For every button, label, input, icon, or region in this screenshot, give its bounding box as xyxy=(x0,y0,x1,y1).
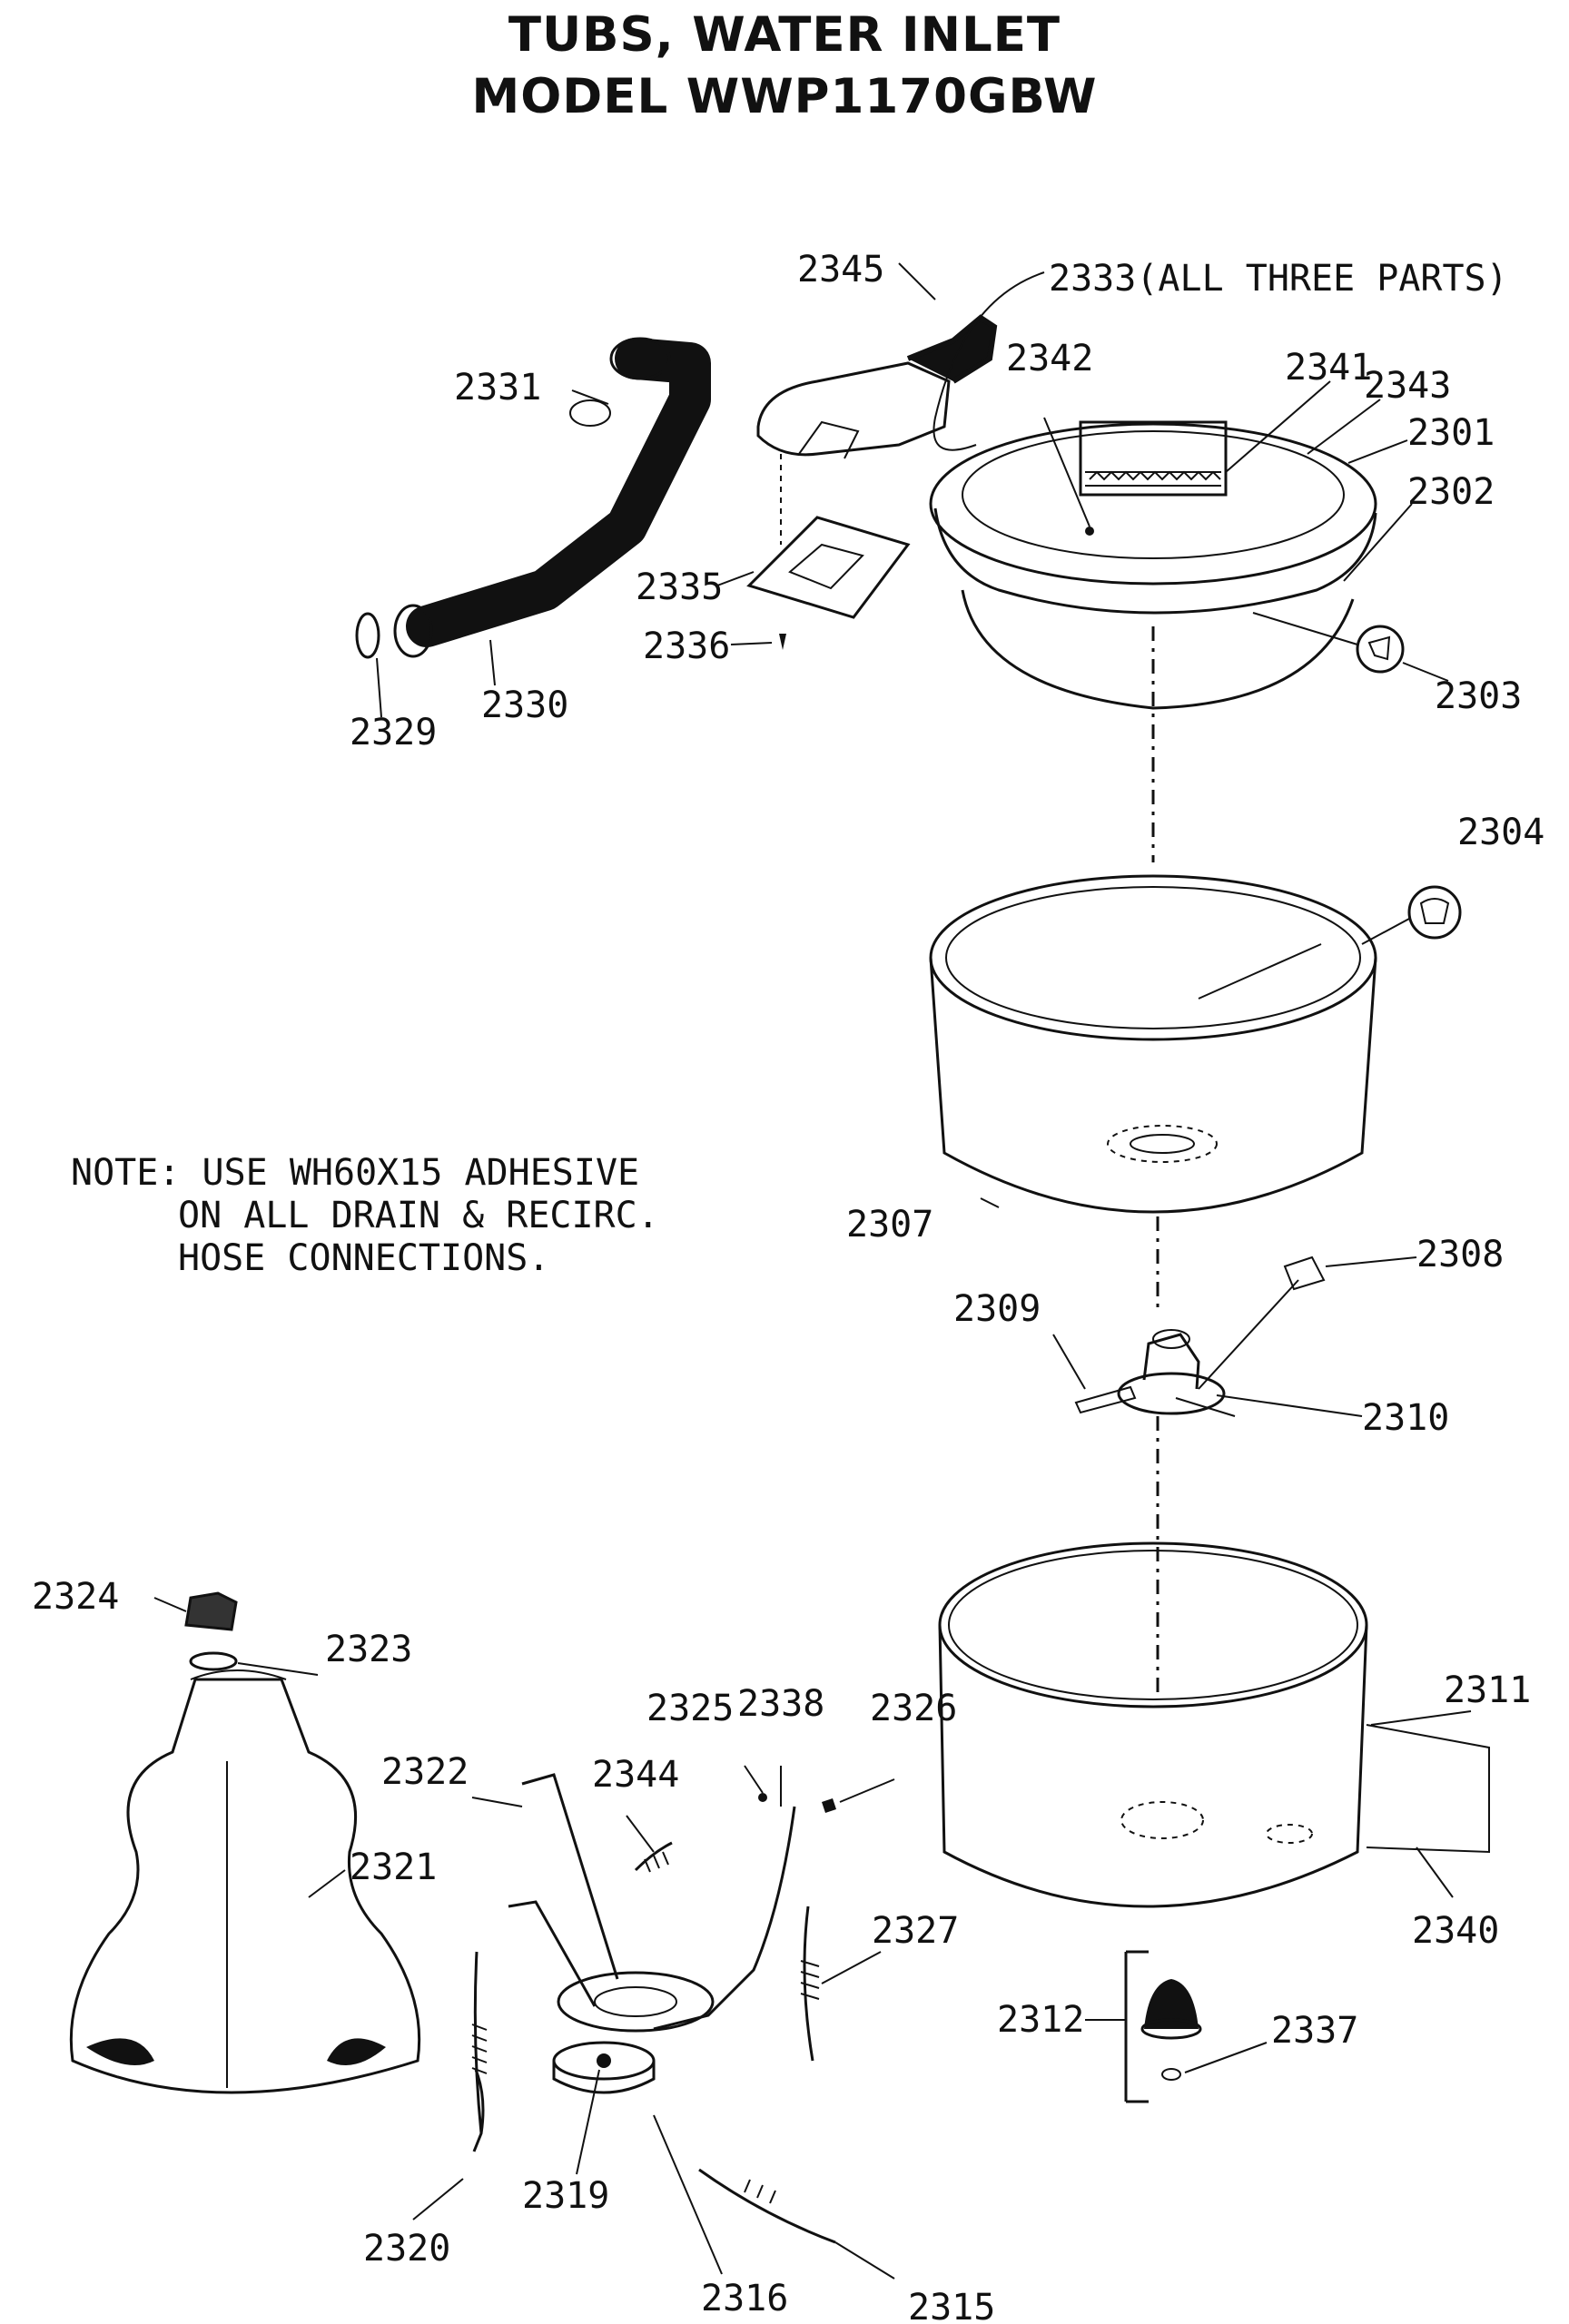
note-line-1: NOTE: USE WH60X15 ADHESIVE xyxy=(71,1152,639,1194)
note-line-3: HOSE CONNECTIONS. xyxy=(178,1237,549,1279)
spring-2344 xyxy=(634,1841,673,1872)
diagram-title-line1: TUBS, WATER INLET xyxy=(508,7,1061,63)
part-label-2303: 2303 xyxy=(1435,675,1522,717)
part-label-2319: 2319 xyxy=(522,2175,609,2217)
part-label-2322: 2322 xyxy=(381,1751,469,1793)
screw-detail-2304 xyxy=(1361,885,1462,945)
part-label-2338: 2338 xyxy=(737,1683,824,1725)
part-label-2343: 2343 xyxy=(1364,365,1451,407)
part-label-2321: 2321 xyxy=(350,1846,437,1888)
note-line-2: ON ALL DRAIN & RECIRC. xyxy=(178,1195,659,1236)
spring-coils-2327 xyxy=(800,1960,820,2000)
part-label-2307: 2307 xyxy=(846,1204,933,1246)
screw-2326 xyxy=(822,1798,836,1813)
part-label-2329: 2329 xyxy=(350,712,437,753)
tub-cover xyxy=(929,420,1377,710)
spring-coils-2344 xyxy=(644,1851,669,1873)
spring-2327 xyxy=(803,1905,814,2062)
clip-detail-2303 xyxy=(1252,612,1405,674)
part-label-2320: 2320 xyxy=(363,2228,450,2270)
part-label-2309: 2309 xyxy=(953,1288,1041,1330)
spring-2320 xyxy=(472,1951,485,2152)
part-label-2327: 2327 xyxy=(872,1910,959,1952)
part-label-2333: 2333(ALL THREE PARTS) xyxy=(1049,258,1508,300)
hub-assembly xyxy=(1074,1256,1326,1415)
part-label-2344: 2344 xyxy=(592,1754,679,1796)
pivot-dome xyxy=(1124,1950,1202,2103)
part-label-2316: 2316 xyxy=(701,2278,788,2319)
water-inlet-funnel xyxy=(746,314,998,650)
part-label-2342: 2342 xyxy=(1006,338,1093,379)
part-label-2312: 2312 xyxy=(997,1999,1084,2041)
spring-coils-2320 xyxy=(471,2024,488,2074)
part-label-2341: 2341 xyxy=(1285,347,1372,389)
part-label-2323: 2323 xyxy=(325,1629,412,1670)
part-label-2345: 2345 xyxy=(797,249,884,290)
part-label-2325: 2325 xyxy=(646,1688,734,1729)
part-label-2304: 2304 xyxy=(1457,812,1544,853)
spring-2315 xyxy=(698,2168,836,2244)
agitator xyxy=(69,1591,421,2094)
recirc-hose xyxy=(355,337,711,659)
part-label-2308: 2308 xyxy=(1416,1234,1504,1275)
spring-coils-2315 xyxy=(744,2179,776,2204)
part-label-2326: 2326 xyxy=(870,1688,957,1729)
leader-lines xyxy=(153,262,1472,2280)
part-label-2336: 2336 xyxy=(643,625,730,667)
washer-2325 xyxy=(758,1793,767,1802)
part-label-2335: 2335 xyxy=(636,566,723,608)
bracket-2333 xyxy=(933,271,1045,451)
part-label-2311: 2311 xyxy=(1444,1669,1531,1711)
part-label-2301: 2301 xyxy=(1407,412,1495,454)
part-label-2337: 2337 xyxy=(1271,2010,1358,2052)
diagram-title-line2: MODEL WWP1170GBW xyxy=(471,69,1098,124)
part-label-2310: 2310 xyxy=(1362,1397,1449,1439)
part-label-2324: 2324 xyxy=(32,1576,119,1618)
outer-tub xyxy=(938,1541,1490,1908)
part-label-2330: 2330 xyxy=(481,684,568,726)
part-label-2340: 2340 xyxy=(1412,1910,1499,1952)
part-label-2331: 2331 xyxy=(454,367,541,409)
spin-basket xyxy=(929,874,1377,1214)
suspension-bracket xyxy=(508,1773,796,2033)
part-label-2315: 2315 xyxy=(908,2287,995,2324)
brake-disc xyxy=(552,2041,656,2094)
part-label-2302: 2302 xyxy=(1407,471,1495,513)
